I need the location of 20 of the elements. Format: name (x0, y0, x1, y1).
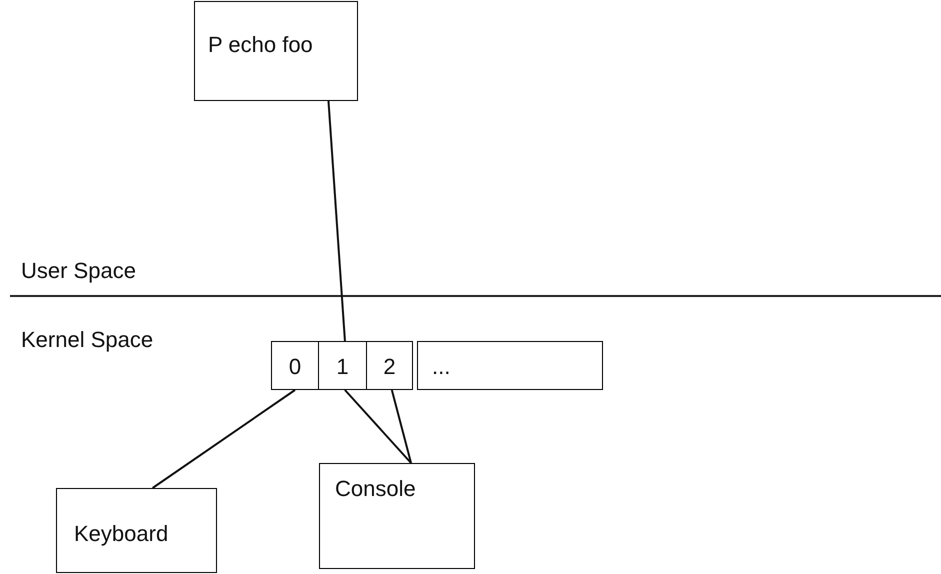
process-box (417, 341, 603, 390)
node-label: P echo foo (208, 32, 313, 58)
node-label: 2 (382, 354, 397, 380)
process-box (271, 341, 319, 390)
node-label: Console (335, 476, 416, 502)
process-box (319, 463, 475, 569)
connector-line (327, 100, 346, 342)
process-box (366, 341, 413, 390)
connector-line (152, 389, 296, 489)
region-label: Kernel Space (21, 327, 154, 353)
connector-line (390, 390, 412, 464)
node-label: 0 (288, 354, 302, 380)
region-label: User Space (21, 258, 136, 284)
process-box (318, 341, 367, 390)
node-label: Keyboard (74, 521, 168, 547)
connector-line (344, 389, 412, 464)
process-box (56, 488, 217, 573)
node-label: ... (432, 354, 450, 380)
process-box (194, 1, 358, 101)
node-label: 1 (335, 354, 350, 380)
